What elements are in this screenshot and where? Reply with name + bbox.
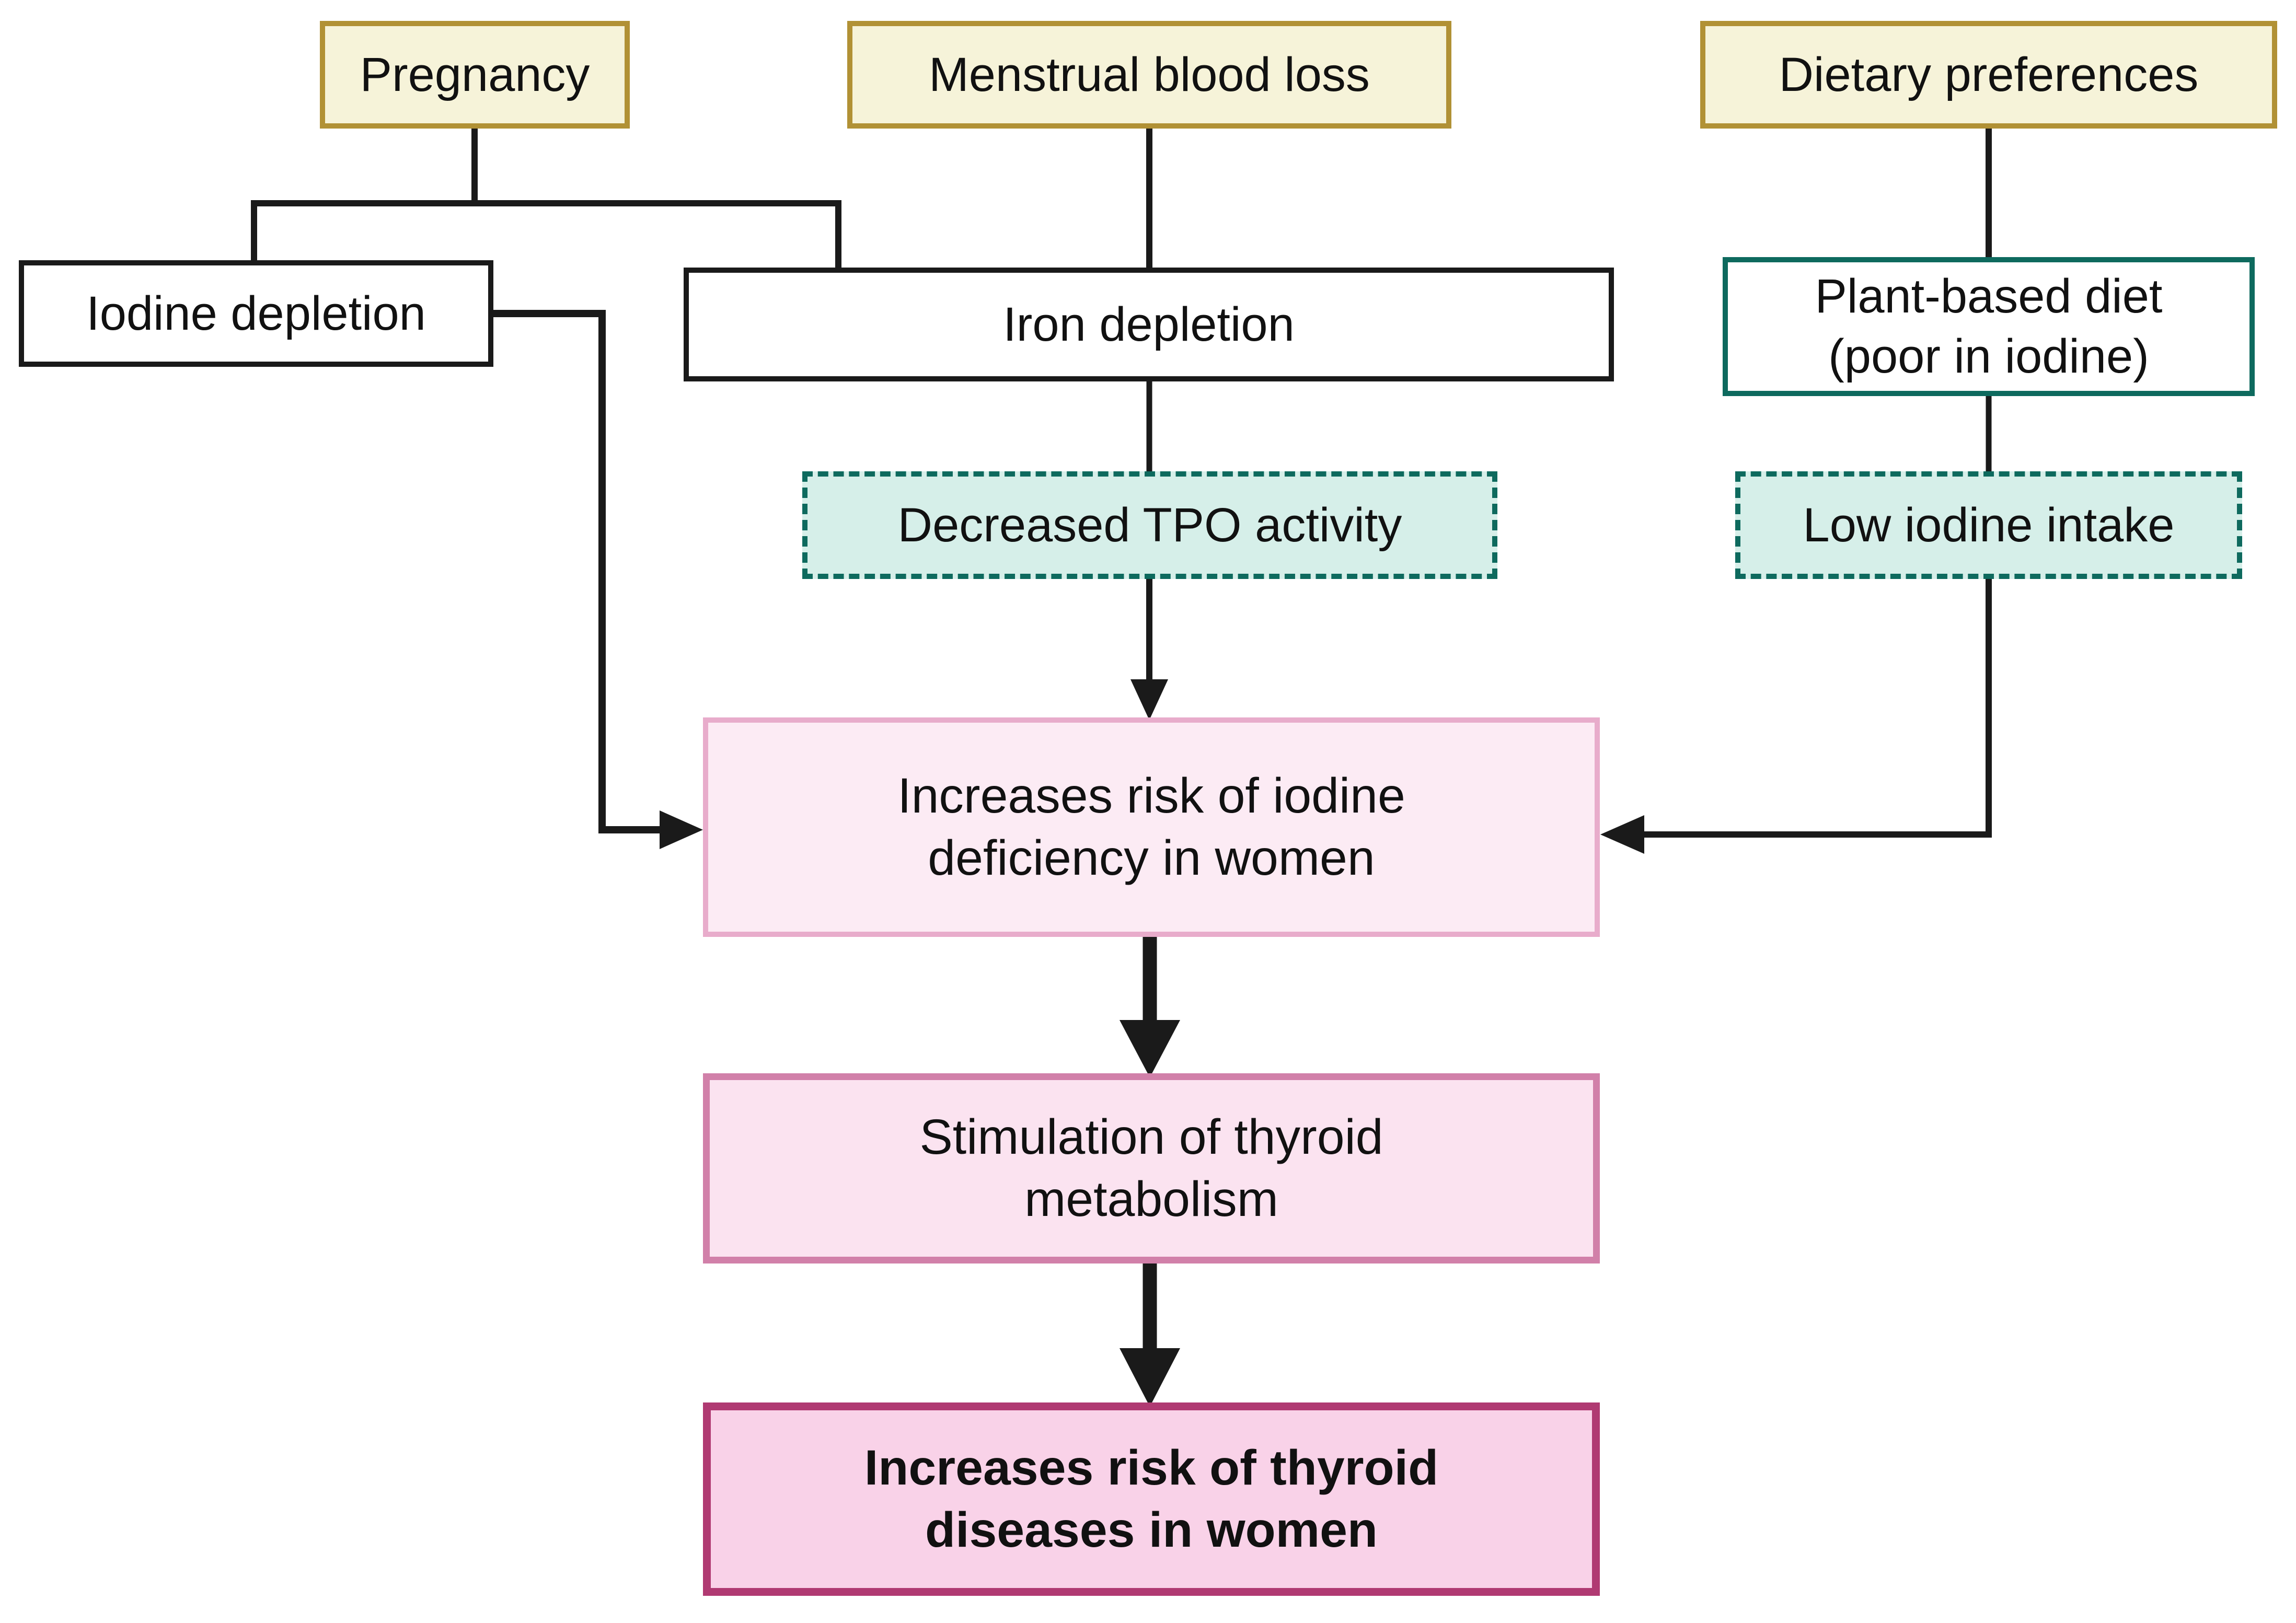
arrow-left-icon: [1600, 815, 1644, 854]
node-iodine-depletion: Iodine depletion: [19, 260, 493, 367]
node-iron-depletion: Iron depletion: [684, 268, 1614, 381]
node-plant-based-diet-label: Plant-based diet (poor in iodine): [1815, 270, 2163, 383]
arrow-down-icon: [1130, 679, 1168, 720]
arrow-right-icon: [660, 810, 703, 849]
node-plant-based-diet: Plant-based diet (poor in iodine): [1723, 257, 2255, 396]
node-pregnancy: Pregnancy: [320, 21, 630, 129]
node-iodine-deficiency-risk-label: Increases risk of iodine deficiency in w…: [897, 768, 1405, 886]
arrow-down-thick-icon: [1120, 1348, 1180, 1407]
node-low-iodine-intake: Low iodine intake: [1735, 471, 2242, 579]
node-dietary-preferences: Dietary preferences: [1700, 21, 2277, 129]
connector-iodinedepletion-elbow: [491, 310, 663, 833]
node-decreased-tpo-activity: Decreased TPO activity: [802, 471, 1497, 579]
node-decreased-tpo-activity-label: Decreased TPO activity: [897, 498, 1402, 552]
node-low-iodine-intake-label: Low iodine intake: [1803, 498, 2175, 552]
connector-lowiodine-elbow: [1641, 577, 1992, 838]
node-iodine-depletion-label: Iodine depletion: [86, 286, 426, 340]
node-iron-depletion-label: Iron depletion: [1003, 297, 1295, 351]
node-pregnancy-label: Pregnancy: [360, 48, 590, 101]
node-thyroid-diseases-risk-label: Increases risk of thyroid diseases in wo…: [864, 1440, 1439, 1558]
node-iodine-deficiency-risk: Increases risk of iodine deficiency in w…: [703, 717, 1600, 937]
arrow-down-thick-icon: [1120, 1020, 1180, 1077]
node-thyroid-metabolism-stimulation: Stimulation of thyroid metabolism: [703, 1073, 1600, 1263]
node-thyroid-diseases-risk: Increases risk of thyroid diseases in wo…: [703, 1402, 1600, 1596]
node-thyroid-metabolism-stimulation-label: Stimulation of thyroid metabolism: [919, 1109, 1383, 1227]
node-dietary-preferences-label: Dietary preferences: [1779, 48, 2199, 101]
node-menstrual-blood-loss-label: Menstrual blood loss: [929, 48, 1370, 101]
node-menstrual-blood-loss: Menstrual blood loss: [847, 21, 1451, 129]
